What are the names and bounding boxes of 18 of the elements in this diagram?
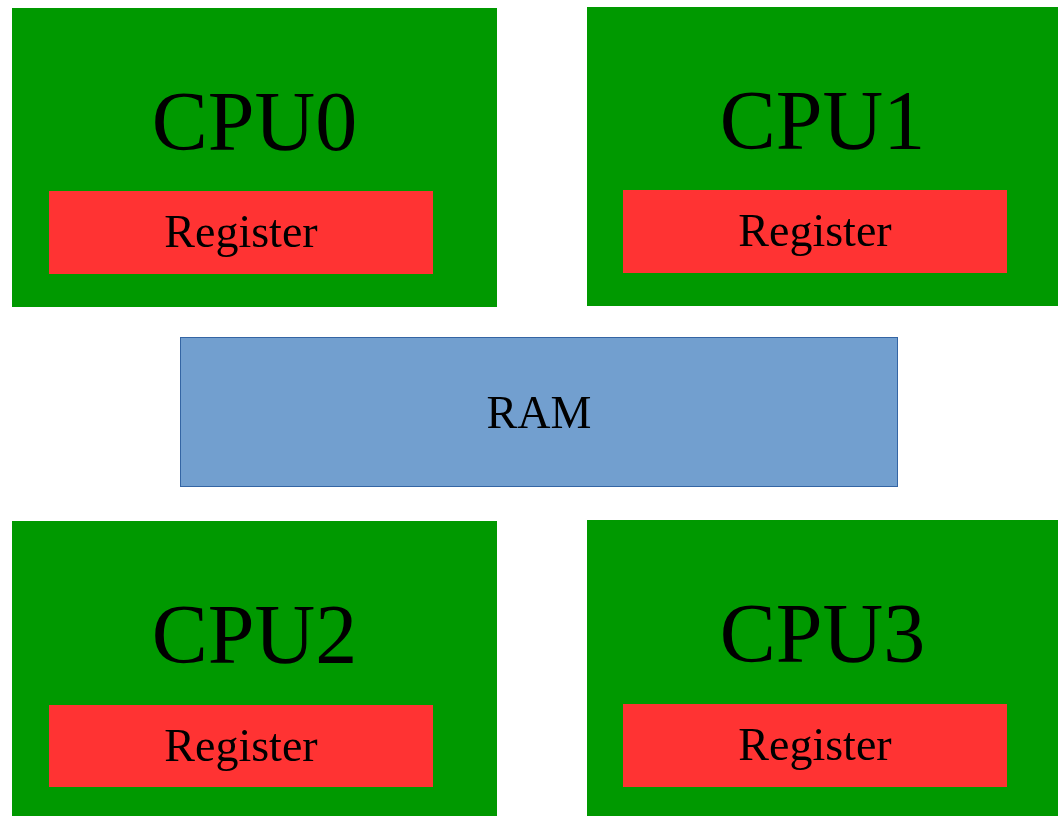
cpu-label: CPU3 xyxy=(718,592,927,676)
cpu-label: CPU1 xyxy=(718,79,927,163)
cpu-block xyxy=(587,7,1058,306)
register-block xyxy=(623,190,1007,273)
memory-label: RAM xyxy=(485,390,593,436)
register-label: Register xyxy=(737,722,893,768)
register-block xyxy=(49,191,433,274)
register-block xyxy=(623,704,1007,787)
memory-block xyxy=(180,337,898,487)
cpu-block xyxy=(12,8,497,307)
register-block xyxy=(49,705,433,787)
cpu-label: CPU0 xyxy=(150,80,359,164)
cpu-block xyxy=(587,520,1058,816)
register-label: Register xyxy=(737,208,893,254)
cpu-label: CPU2 xyxy=(150,593,359,677)
cpu-block xyxy=(12,521,497,816)
register-label: Register xyxy=(163,723,319,769)
register-label: Register xyxy=(163,209,319,255)
